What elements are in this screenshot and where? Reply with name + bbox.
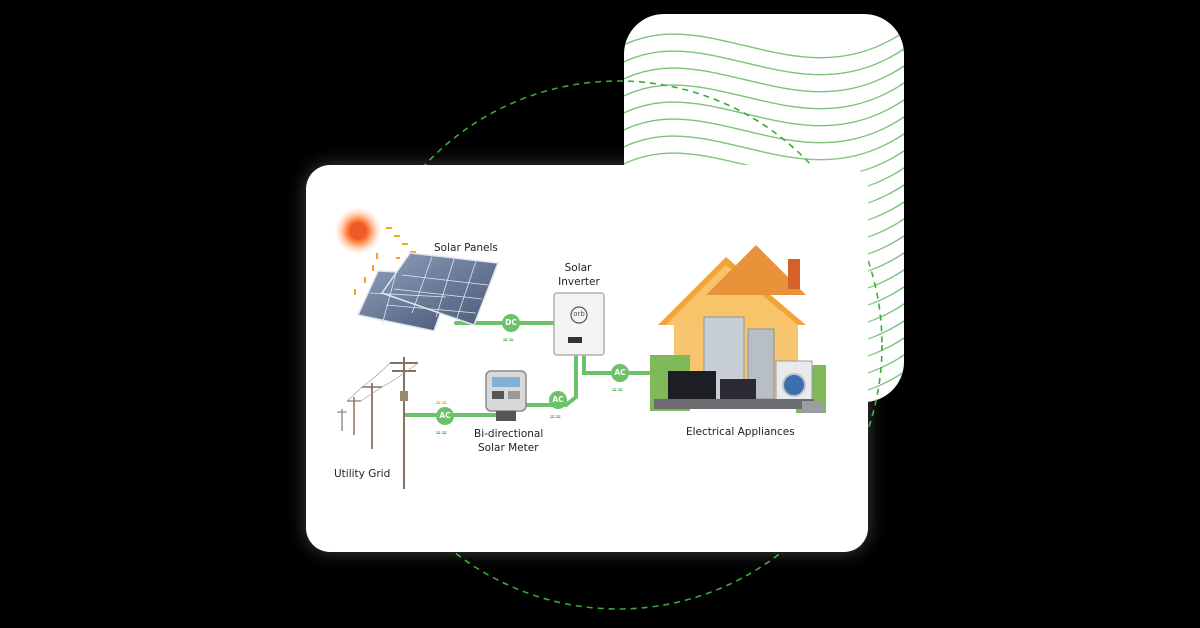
solar-system-diagram bbox=[334, 207, 826, 489]
sun-icon bbox=[334, 207, 416, 295]
wave-stripe bbox=[624, 19, 904, 61]
utility-grid-icon bbox=[337, 357, 419, 489]
grid-import-indicator: == bbox=[436, 398, 448, 407]
ac-badge-meter: AC bbox=[549, 391, 567, 409]
dc-flow-indicator: == bbox=[503, 335, 515, 344]
solar-panels-icon bbox=[356, 252, 500, 332]
wave-stripe bbox=[624, 70, 904, 112]
solar-inverter-label-line2: Inverter bbox=[558, 276, 600, 288]
grid-export-indicator: == bbox=[436, 428, 448, 437]
inverter-to-appliances-line bbox=[582, 355, 660, 375]
appliances-flow-indicator: == bbox=[612, 385, 624, 394]
solar-panels-label: Solar Panels bbox=[434, 242, 498, 254]
meter-flow-indicator: == bbox=[550, 412, 562, 421]
solar-meter-icon bbox=[485, 370, 527, 421]
utility-grid-label: Utility Grid bbox=[334, 468, 391, 480]
dc-badge: DC bbox=[502, 314, 520, 332]
electrical-appliances-label: Electrical Appliances bbox=[686, 426, 795, 438]
house-with-appliances-icon bbox=[650, 245, 826, 413]
wave-stripe bbox=[624, 121, 904, 163]
diagram-card: Solar Panels Solar Inverter orb Bi-direc… bbox=[306, 165, 868, 552]
wave-stripe bbox=[624, 36, 904, 78]
ac-badge-grid: AC bbox=[436, 407, 454, 425]
solar-inverter-icon bbox=[553, 292, 605, 356]
wave-stripe bbox=[624, 87, 904, 129]
wave-stripe bbox=[624, 53, 904, 95]
solar-meter-label-line2: Solar Meter bbox=[478, 442, 539, 454]
solar-meter-label-line1: Bi-directional bbox=[474, 428, 544, 440]
ac-badge-appliances: AC bbox=[611, 364, 629, 382]
wave-stripe bbox=[624, 104, 904, 146]
solar-inverter-label-line1: Solar bbox=[564, 262, 592, 274]
inverter-logo: orb bbox=[573, 310, 585, 318]
meter-to-inverter-line bbox=[524, 355, 578, 407]
